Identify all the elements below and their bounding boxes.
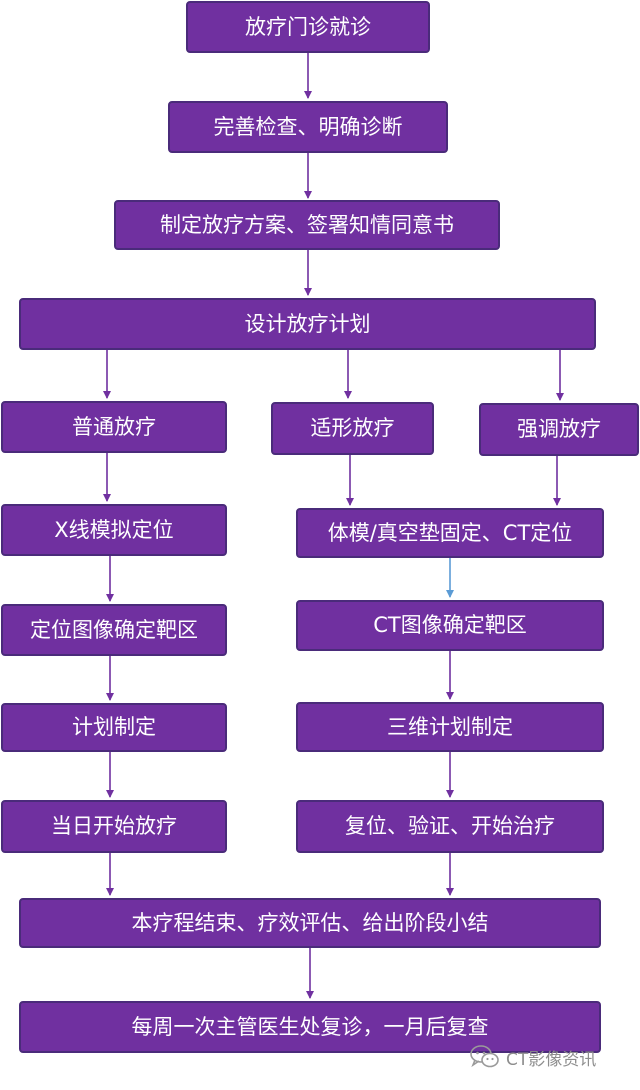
box-ct-target: CT图像确定靶区 xyxy=(296,600,604,651)
box-exam-diagnosis: 完善检查、明确诊断 xyxy=(168,101,448,153)
box-conformal-radiotherapy: 适形放疗 xyxy=(271,402,434,455)
box-conventional-radiotherapy: 普通放疗 xyxy=(1,401,227,453)
box-3d-plan: 三维计划制定 xyxy=(296,702,604,752)
box-start-same-day: 当日开始放疗 xyxy=(1,800,227,853)
box-follow-up: 每周一次主管医生处复诊，一月后复查 xyxy=(19,1001,601,1053)
wechat-icon xyxy=(470,1045,499,1068)
box-plan-consent: 制定放疗方案、签署知情同意书 xyxy=(114,200,500,250)
box-xray-simulation: X线模拟定位 xyxy=(1,504,227,556)
watermark-text: CT影像资讯 xyxy=(506,1049,597,1070)
box-reposition-verify: 复位、验证、开始治疗 xyxy=(296,800,604,853)
box-clinic-visit: 放疗门诊就诊 xyxy=(186,1,430,53)
box-target-from-images: 定位图像确定靶区 xyxy=(1,604,227,656)
watermark: CT影像资讯 xyxy=(470,1042,596,1072)
box-course-end: 本疗程结束、疗效评估、给出阶段小结 xyxy=(19,898,601,948)
box-immobilization-ct: 体模/真空垫固定、CT定位 xyxy=(296,508,604,558)
box-intensity-radiotherapy: 强调放疗 xyxy=(479,403,639,456)
box-design-plan: 设计放疗计划 xyxy=(19,298,596,350)
box-plan-making: 计划制定 xyxy=(1,703,227,752)
